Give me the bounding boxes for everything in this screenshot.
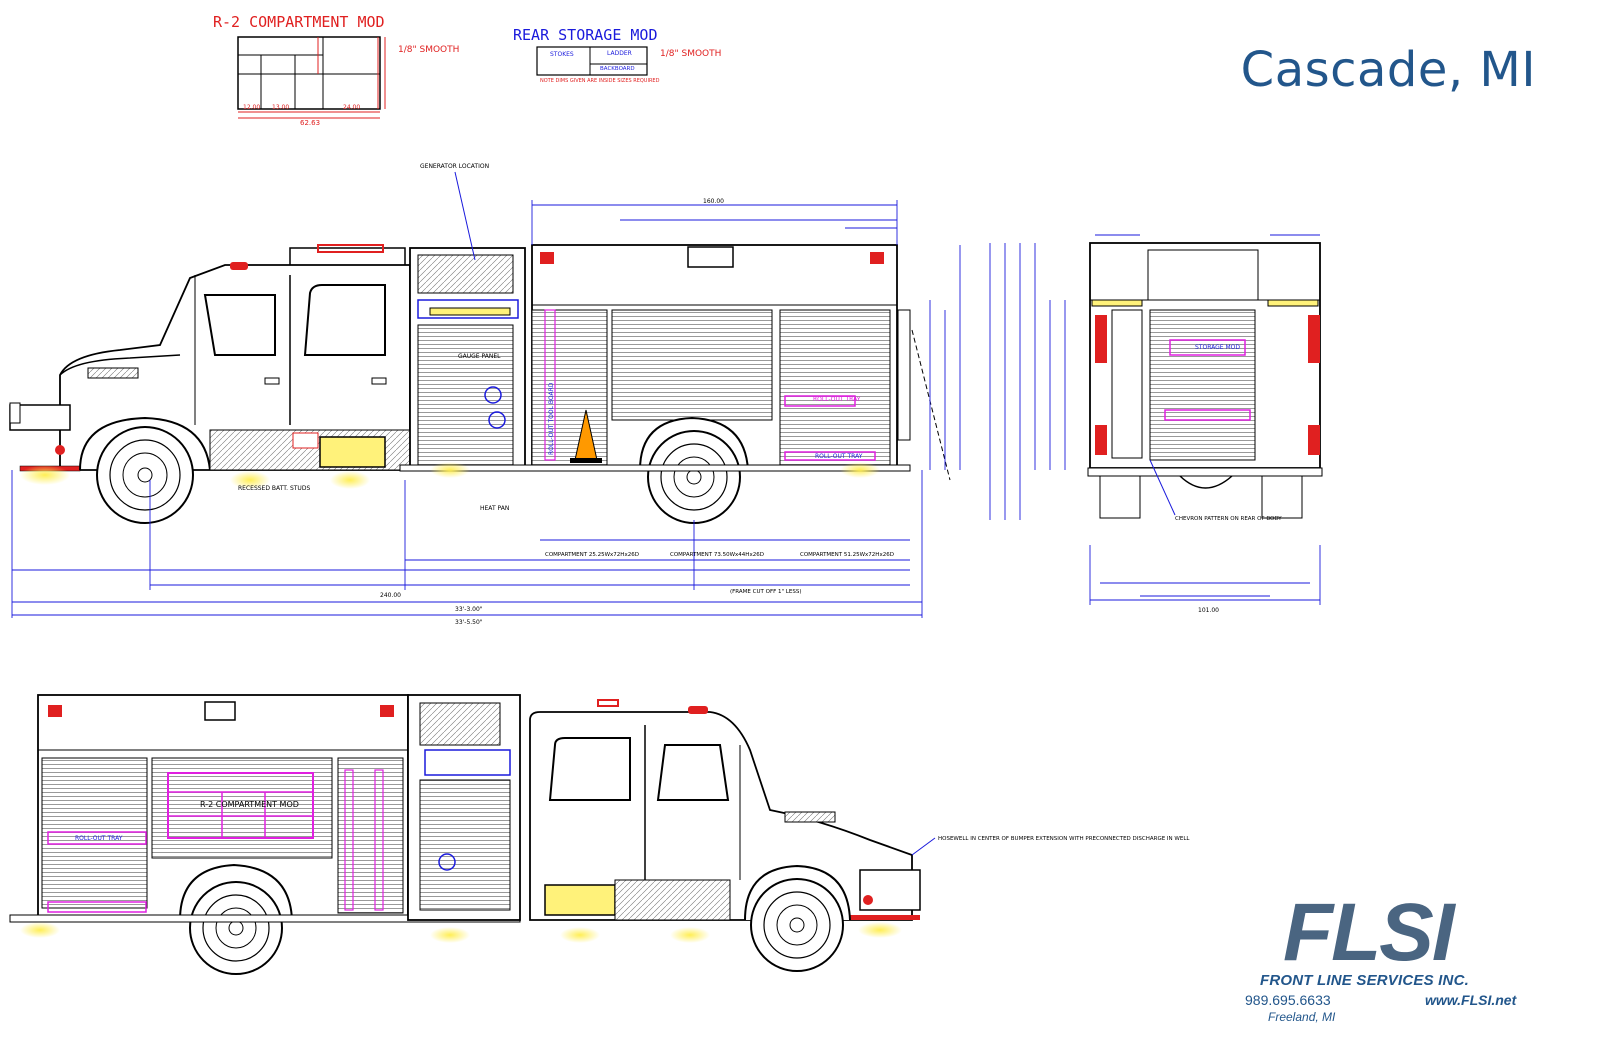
r2-compartment-mod-drawing: R-2 COMPARTMENT MOD 1/8" SMOOTH 62.63 12… bbox=[213, 13, 459, 127]
logo-wordmark: FLSI bbox=[1283, 887, 1455, 978]
hosewell-label: HOSEWELL IN CENTER OF BUMPER EXTENSION W… bbox=[938, 836, 1190, 842]
svg-text:62.63: 62.63 bbox=[300, 119, 320, 127]
dim-compartment-3: COMPARTMENT 51.25Wx72Hx26D bbox=[800, 552, 894, 558]
storage-mod-label: STORAGE MOD bbox=[1195, 344, 1240, 351]
rear-dimension-lines bbox=[989, 234, 1321, 605]
rear-elevation: STORAGE MOD CHEVRON PATTERN ON REAR OF B… bbox=[1087, 242, 1323, 522]
rollout-tray-label-2: ROLL-OUT TRAY bbox=[815, 453, 863, 460]
svg-text:24.00: 24.00 bbox=[343, 104, 360, 111]
officer-side-elevation: R-2 COMPARTMENT MOD ROLL-OUT TRAY bbox=[9, 694, 1190, 975]
upper-dimension-lines bbox=[11, 200, 961, 618]
r2-smooth-note: 1/8" SMOOTH bbox=[398, 45, 459, 55]
rear-stokes-label: STOKES bbox=[550, 51, 574, 58]
driver-side-elevation: GAUGE PANEL ROLL-OUT TRAY ROLL-OUT TRAY … bbox=[9, 163, 951, 524]
svg-text:12.00: 12.00 bbox=[243, 104, 260, 111]
rear-note: NOTE DIMS GIVEN ARE INSIDE SIZES REQUIRE… bbox=[540, 78, 660, 84]
gauge-panel-label: GAUGE PANEL bbox=[458, 353, 501, 360]
svg-text:13.00: 13.00 bbox=[272, 104, 289, 111]
logo-company-name: FRONT LINE SERVICES INC. bbox=[1260, 972, 1469, 989]
logo-website[interactable]: www.FLSI.net bbox=[1425, 992, 1517, 1008]
rear-storage-mod-drawing: REAR STORAGE MOD STOKES LADDER BACKBOARD… bbox=[513, 26, 721, 84]
rollout-tool-board-label: ROLL-OUT TOOL BOARD bbox=[548, 382, 555, 455]
recessed-batt-label: RECESSED BATT. STUDS bbox=[238, 485, 310, 492]
dim-frame-cut: (FRAME CUT OFF 1" LESS) bbox=[730, 589, 801, 595]
rollout-tray-label-3: ROLL-OUT TRAY bbox=[75, 835, 123, 842]
heat-pan-label: HEAT PAN bbox=[480, 505, 509, 512]
rollout-tray-label: ROLL-OUT TRAY bbox=[813, 396, 861, 403]
dim-overall-2: 33'-5.50" bbox=[455, 619, 483, 626]
dim-overall-1: 33'-3.00" bbox=[455, 606, 483, 613]
rear-ladder-label: LADDER bbox=[607, 50, 632, 57]
dim-rear-width: 101.00 bbox=[1198, 607, 1219, 614]
rear-backboard-label: BACKBOARD bbox=[600, 66, 635, 72]
chevron-label: CHEVRON PATTERN ON REAR OF BODY bbox=[1175, 516, 1282, 522]
dim-compartment-2: COMPARTMENT 73.50Wx44Hx26D bbox=[670, 552, 764, 558]
rear-smooth-note: 1/8" SMOOTH bbox=[660, 49, 721, 59]
dim-wheelbase: 240.00 bbox=[380, 592, 401, 599]
r2-compartment-label: R-2 COMPARTMENT MOD bbox=[200, 800, 299, 809]
r2-mod-title: R-2 COMPARTMENT MOD bbox=[213, 13, 385, 31]
dim-body-length: 160.00 bbox=[703, 198, 724, 205]
page-title: Cascade, MI bbox=[1240, 42, 1536, 98]
logo-city: Freeland, MI bbox=[1268, 1010, 1336, 1024]
generator-label: GENERATOR LOCATION bbox=[420, 163, 489, 170]
rear-mod-title: REAR STORAGE MOD bbox=[513, 26, 658, 44]
dim-compartment-1: COMPARTMENT 25.25Wx72Hx26D bbox=[545, 552, 639, 558]
logo-phone: 989.695.6633 bbox=[1245, 992, 1331, 1008]
